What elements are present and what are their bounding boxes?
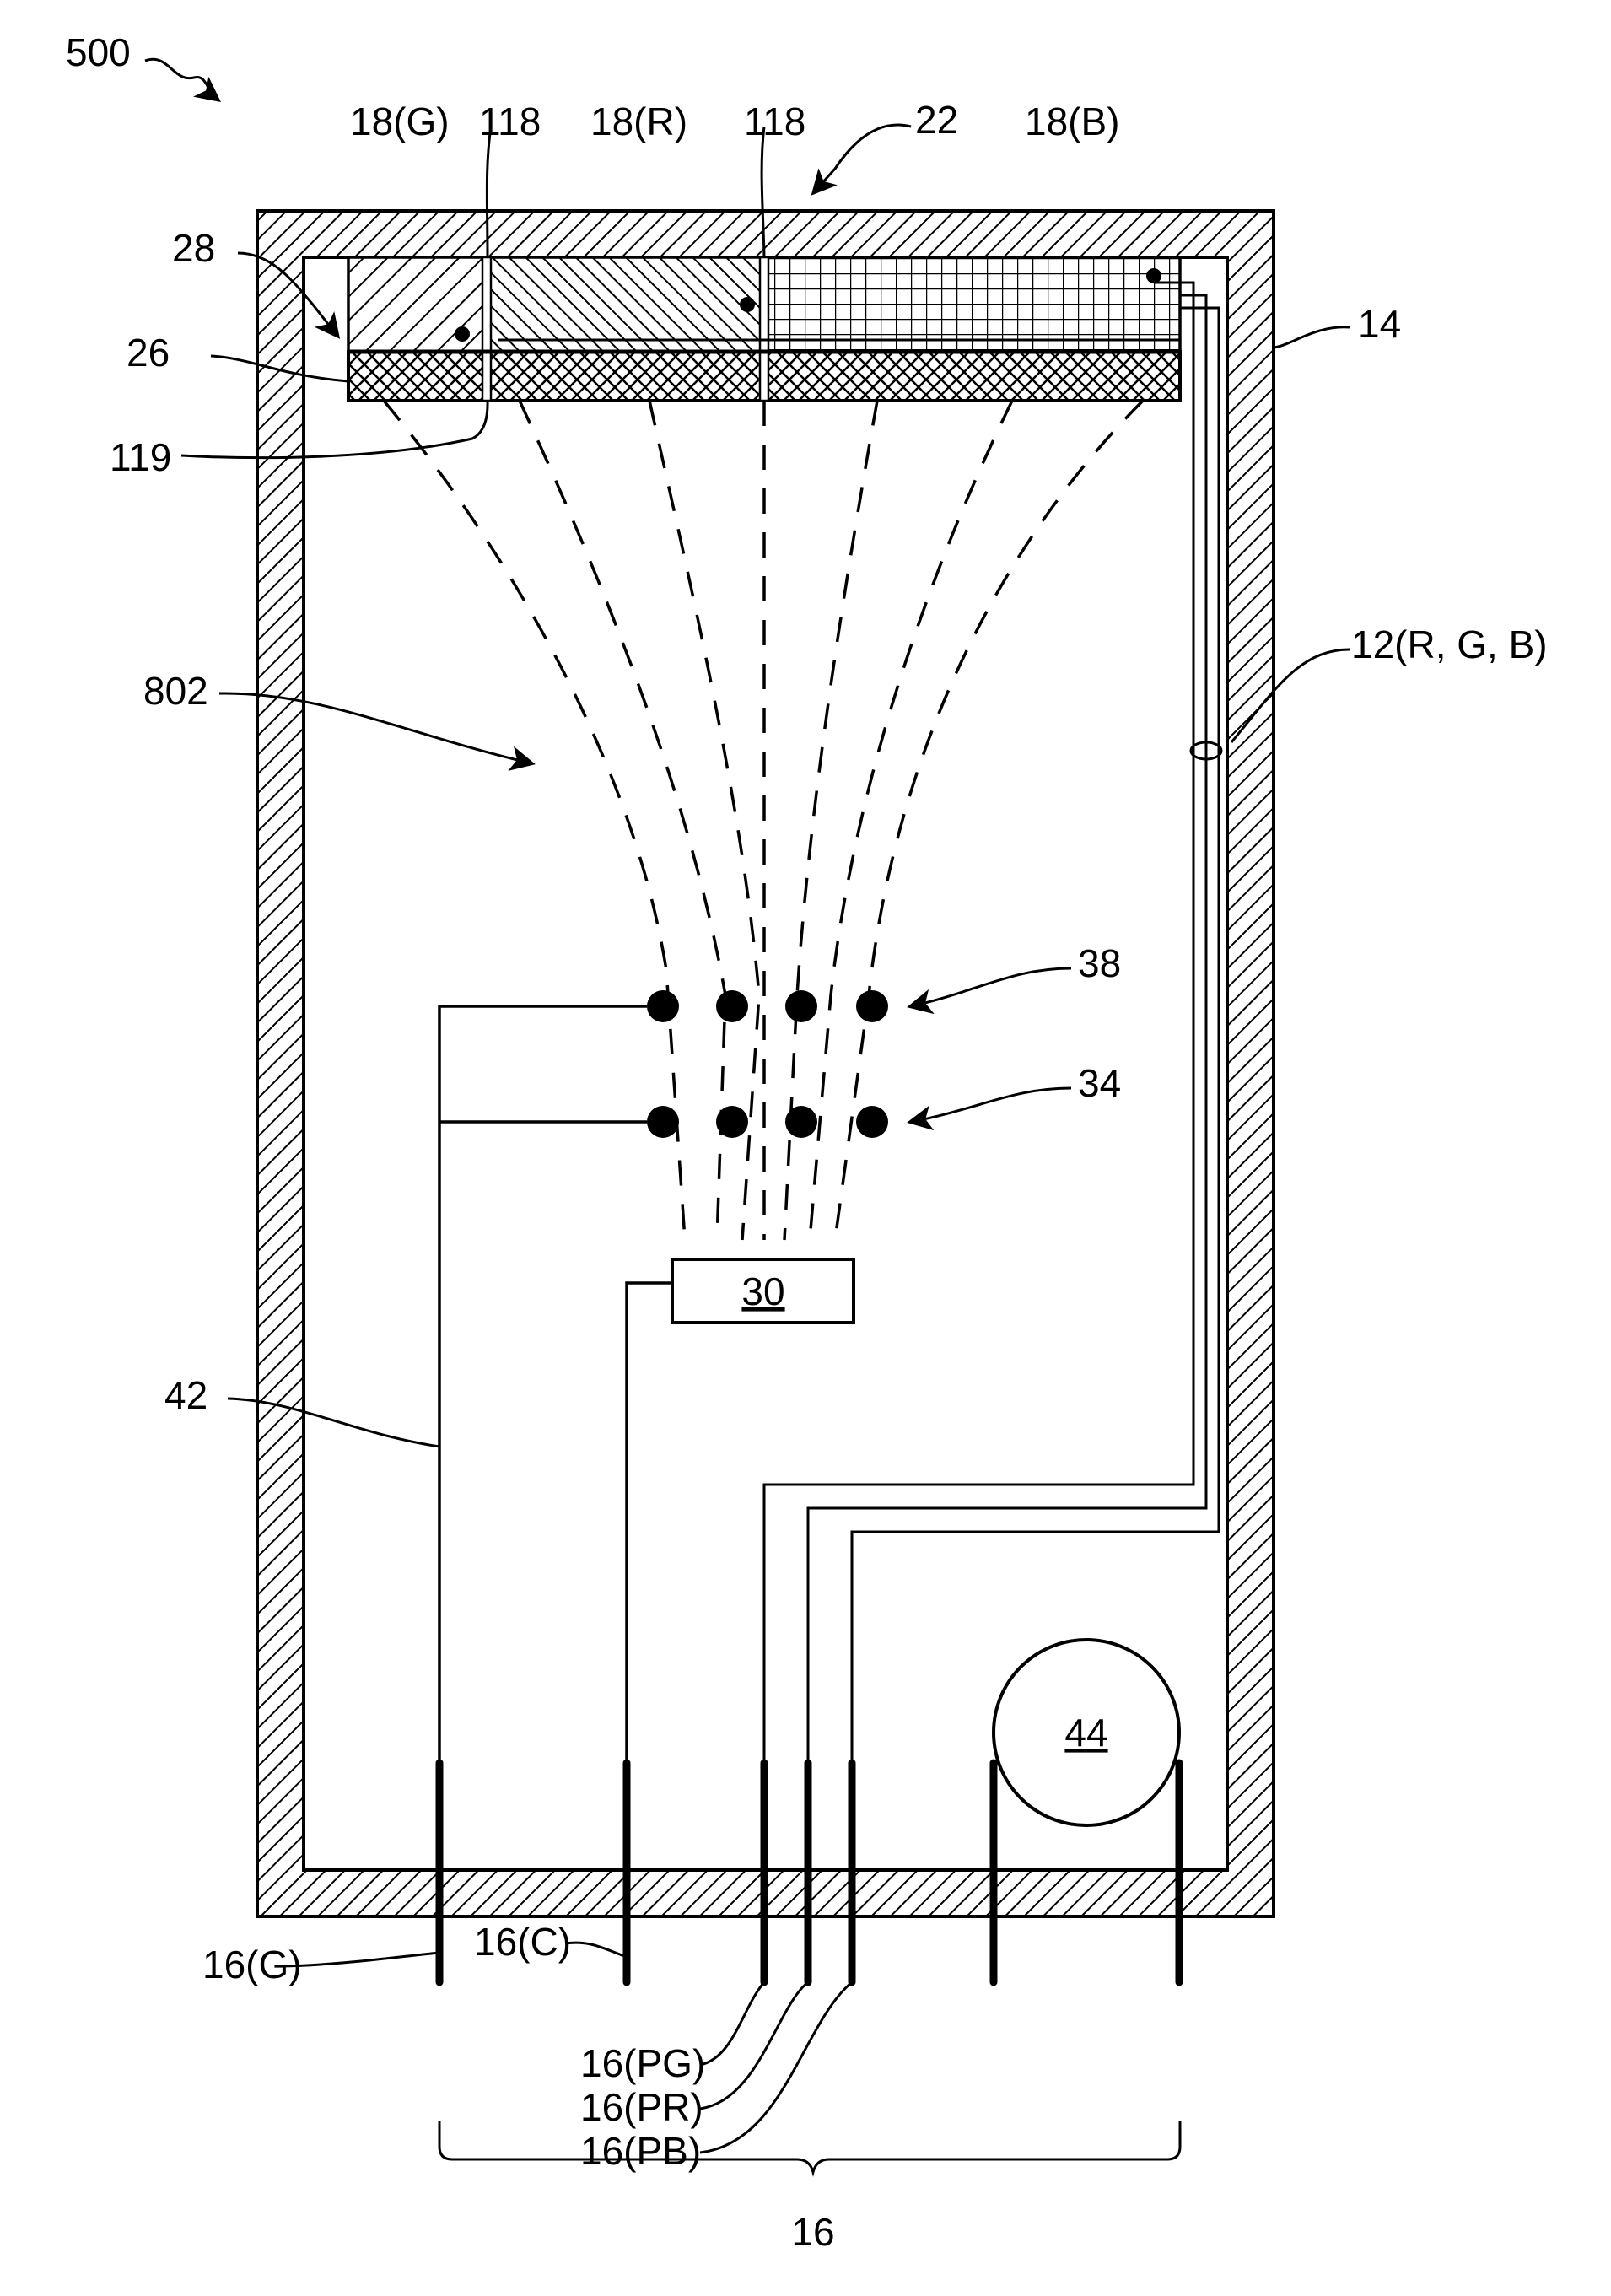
- label-802: 802: [143, 669, 208, 713]
- label-118-right: 118: [744, 100, 806, 143]
- cathode-label: 30: [741, 1269, 784, 1313]
- label-16C: 16(C): [474, 1920, 571, 1964]
- label-119: 119: [110, 435, 171, 479]
- label-28: 28: [172, 226, 215, 270]
- label-18R: 18(R): [590, 100, 687, 143]
- label-26: 26: [127, 331, 170, 375]
- label-34: 34: [1078, 1061, 1121, 1105]
- cathode-30: 30: [672, 1259, 854, 1323]
- label-16: 16: [791, 2210, 834, 2254]
- label-18G: 18(G): [350, 100, 450, 143]
- getter-44: 44: [994, 1640, 1179, 1982]
- label-38: 38: [1078, 941, 1121, 985]
- label-16PR: 16(PR): [580, 2085, 703, 2129]
- label-18B: 18(B): [1025, 100, 1119, 143]
- electron-beams: [384, 401, 1143, 1240]
- contact-dot: [740, 297, 755, 312]
- phosphor-red: [488, 257, 764, 352]
- label-42: 42: [164, 1373, 207, 1417]
- label-16G: 16(G): [202, 1943, 302, 1986]
- contact-dot: [1146, 268, 1161, 283]
- label-16PG: 16(PG): [580, 2041, 705, 2085]
- separator-118-right: [760, 257, 768, 401]
- getter-label: 44: [1064, 1711, 1107, 1754]
- separator-118-left: [482, 257, 491, 401]
- label-500: 500: [66, 30, 131, 74]
- phosphor-screen: [348, 257, 1180, 401]
- grid-electrode-38: [647, 990, 888, 1022]
- label-12RGB: 12(R, G, B): [1351, 623, 1548, 666]
- phosphor-blue: [764, 257, 1180, 352]
- label-22: 22: [915, 98, 958, 142]
- contact-dot: [455, 326, 470, 342]
- label-16PB: 16(PB): [580, 2129, 701, 2173]
- label-118-left: 118: [479, 100, 541, 143]
- label-14: 14: [1358, 302, 1401, 346]
